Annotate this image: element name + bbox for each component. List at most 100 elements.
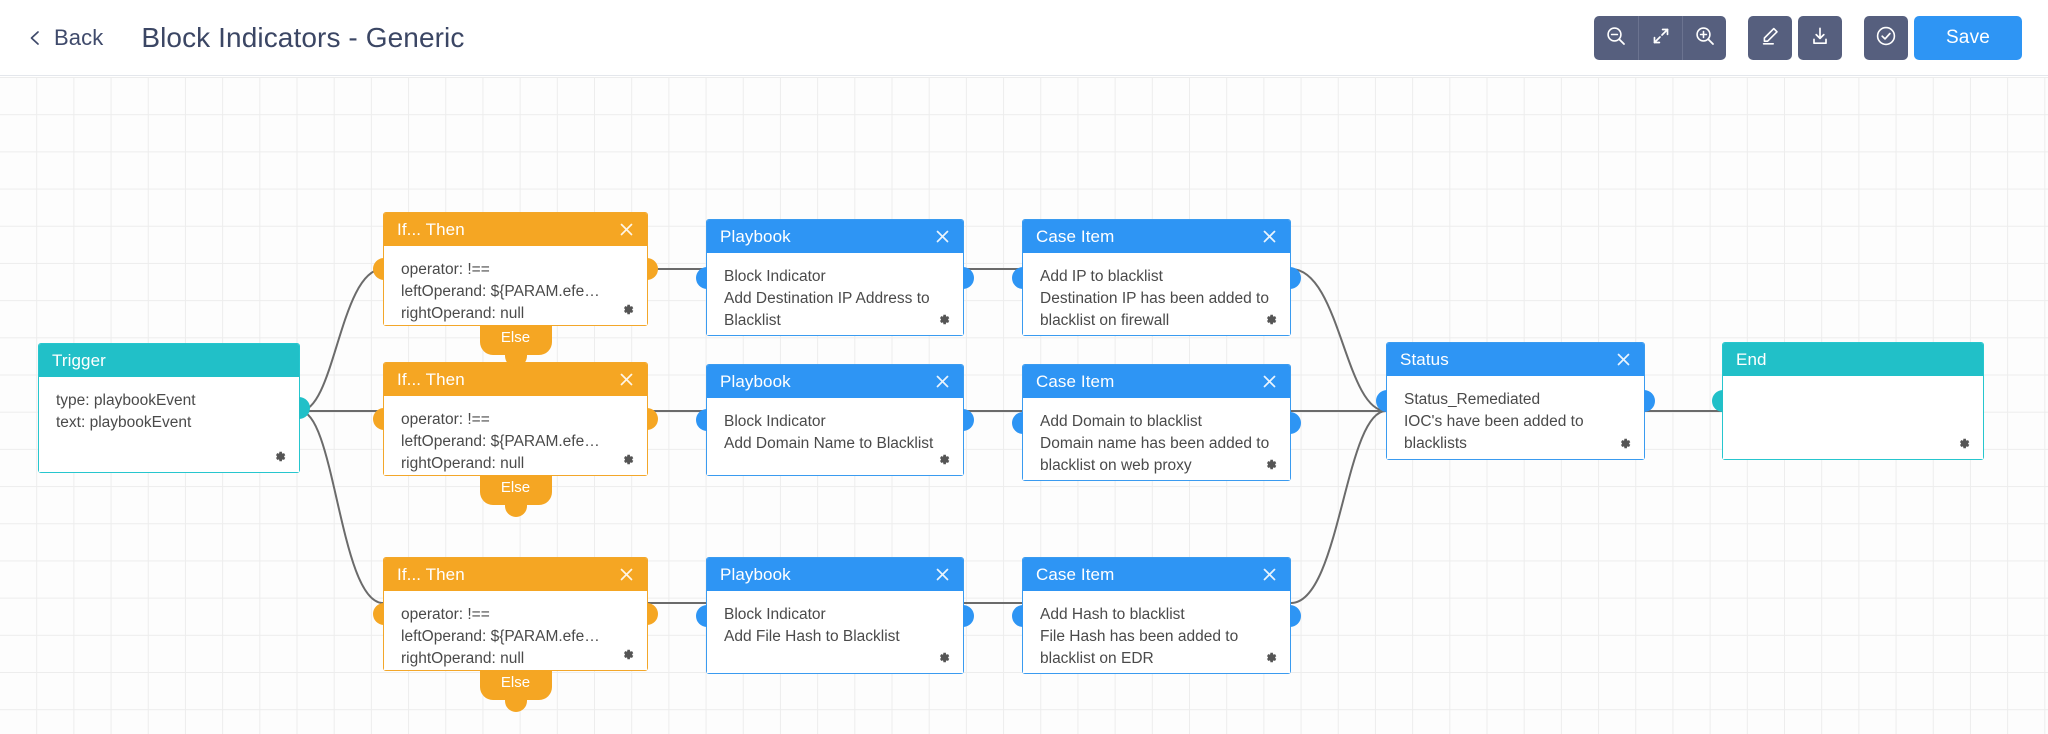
zoom-in-button[interactable]	[1682, 15, 1726, 60]
connector-else[interactable]	[504, 700, 527, 712]
connector-else[interactable]	[504, 355, 527, 367]
node-case-item-3[interactable]: Case Item Add Hash to blacklist File Has…	[1012, 557, 1301, 674]
node-case-item-1[interactable]: Case Item Add IP to blacklist Destinatio…	[1012, 219, 1301, 336]
close-icon[interactable]	[617, 371, 635, 389]
node-if-then-2[interactable]: If... Then operator: !== leftOperand: ${…	[373, 362, 658, 517]
connector-in[interactable]	[373, 408, 384, 430]
close-icon[interactable]	[933, 373, 951, 391]
zoom-button-group	[1594, 15, 1726, 60]
close-icon[interactable]	[933, 228, 951, 246]
node-title: Trigger	[52, 350, 106, 370]
connector-in[interactable]	[1012, 604, 1023, 627]
gear-icon[interactable]	[936, 650, 951, 665]
close-icon[interactable]	[1614, 351, 1632, 369]
close-icon[interactable]	[1260, 373, 1278, 391]
node-header: If... Then	[384, 363, 647, 396]
node-title: If... Then	[397, 219, 465, 239]
connector-out[interactable]	[1290, 411, 1301, 434]
node-line: Destination IP has been added to blackli…	[1040, 290, 1269, 329]
connector-in[interactable]	[1712, 390, 1723, 412]
else-branch-label[interactable]: Else	[479, 475, 552, 505]
close-icon[interactable]	[1260, 228, 1278, 246]
gear-icon[interactable]	[1263, 457, 1278, 472]
node-title: If... Then	[397, 369, 465, 389]
gear-icon[interactable]	[620, 302, 635, 317]
connector-in[interactable]	[1376, 390, 1387, 412]
connector-out[interactable]	[647, 408, 658, 430]
connector-out[interactable]	[963, 266, 974, 289]
zoom-out-button[interactable]	[1594, 15, 1638, 60]
workflow-canvas[interactable]: Trigger type: playbookEvent text: playbo…	[0, 77, 2048, 734]
node-trigger[interactable]: Trigger type: playbookEvent text: playbo…	[38, 343, 310, 473]
node-body: Block Indicator Add Domain Name to Black…	[707, 398, 963, 475]
node-playbook-2[interactable]: Playbook Block Indicator Add Domain Name…	[696, 364, 974, 476]
node-line: rightOperand: null	[401, 305, 525, 322]
else-branch-label[interactable]: Else	[479, 670, 552, 700]
download-button[interactable]	[1798, 15, 1842, 60]
node-if-then-1[interactable]: If... Then operator: !== leftOperand: ${…	[373, 212, 658, 367]
node-header: Case Item	[1023, 365, 1290, 398]
gear-icon[interactable]	[620, 647, 635, 662]
connector-out[interactable]	[647, 603, 658, 625]
connector-in[interactable]	[373, 603, 384, 625]
node-line: operator: !==	[401, 261, 490, 278]
node-title: Case Item	[1036, 226, 1115, 246]
back-button[interactable]: Back	[26, 25, 103, 51]
edit-button[interactable]	[1748, 15, 1792, 60]
zoom-out-icon	[1605, 25, 1627, 50]
connector-out[interactable]	[1290, 604, 1301, 627]
node-line: leftOperand: ${PARAM.efe…	[401, 628, 600, 645]
close-icon[interactable]	[617, 566, 635, 584]
node-playbook-1[interactable]: Playbook Block Indicator Add Destination…	[696, 219, 974, 336]
node-status[interactable]: Status Status_Remediated IOC's have been…	[1376, 342, 1655, 460]
connector-out[interactable]	[1644, 390, 1655, 412]
connector-in[interactable]	[373, 258, 384, 280]
node-title: Status	[1400, 349, 1449, 369]
node-header: Status	[1387, 343, 1644, 376]
gear-icon[interactable]	[936, 452, 951, 467]
connector-out[interactable]	[963, 604, 974, 627]
close-icon[interactable]	[1260, 566, 1278, 584]
node-title: Playbook	[720, 371, 791, 391]
node-line: IOC's have been added to blacklists	[1404, 413, 1584, 452]
node-body: Block Indicator Add File Hash to Blackli…	[707, 591, 963, 673]
node-line: Add Domain Name to Blacklist	[724, 435, 934, 452]
gear-icon[interactable]	[936, 312, 951, 327]
validate-button[interactable]	[1864, 15, 1908, 60]
gear-icon[interactable]	[1617, 436, 1632, 451]
node-end[interactable]: End	[1712, 342, 1984, 460]
node-case-item-2[interactable]: Case Item Add Domain to blacklist Domain…	[1012, 364, 1301, 481]
node-header: Trigger	[39, 344, 299, 377]
else-branch-label[interactable]: Else	[479, 325, 552, 355]
connector-out[interactable]	[647, 258, 658, 280]
node-title: End	[1736, 349, 1767, 369]
connector-in[interactable]	[696, 266, 707, 289]
node-line: Block Indicator	[724, 606, 826, 623]
connector-in[interactable]	[1012, 411, 1023, 434]
connector-in[interactable]	[696, 409, 707, 431]
node-line: Add Domain to blacklist	[1040, 413, 1202, 430]
save-button[interactable]: Save	[1914, 15, 2022, 60]
close-icon[interactable]	[617, 221, 635, 239]
connector-out[interactable]	[963, 409, 974, 431]
fit-screen-button[interactable]	[1638, 15, 1682, 60]
connector-out[interactable]	[299, 397, 310, 419]
node-header: Playbook	[707, 220, 963, 253]
gear-icon[interactable]	[272, 449, 287, 464]
node-if-then-3[interactable]: If... Then operator: !== leftOperand: ${…	[373, 557, 658, 712]
node-playbook-3[interactable]: Playbook Block Indicator Add File Hash t…	[696, 557, 974, 674]
connector-else[interactable]	[504, 505, 527, 517]
connector-out[interactable]	[1290, 266, 1301, 289]
node-line: Block Indicator	[724, 268, 826, 285]
download-icon	[1809, 25, 1831, 50]
node-line: Add Destination IP Address to Blacklist	[724, 290, 930, 329]
node-body: Add Domain to blacklist Domain name has …	[1023, 398, 1290, 480]
connector-in[interactable]	[696, 604, 707, 627]
toolbar: Save	[1594, 15, 2022, 60]
gear-icon[interactable]	[620, 452, 635, 467]
gear-icon[interactable]	[1956, 436, 1971, 451]
gear-icon[interactable]	[1263, 312, 1278, 327]
connector-in[interactable]	[1012, 266, 1023, 289]
close-icon[interactable]	[933, 566, 951, 584]
gear-icon[interactable]	[1263, 650, 1278, 665]
